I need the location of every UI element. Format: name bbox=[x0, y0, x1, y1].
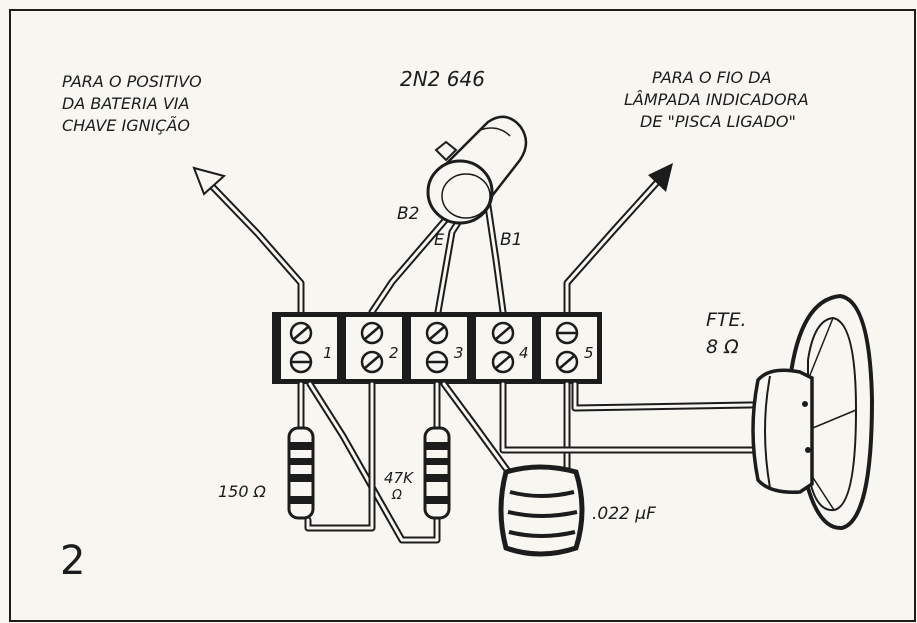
terminal-number-5: 5 bbox=[584, 344, 594, 362]
indicator-lamp-lead-arrow bbox=[563, 163, 673, 316]
right-label-line-3: DE "PISCA LIGADO" bbox=[640, 112, 796, 131]
terminal-number-3: 3 bbox=[454, 344, 464, 362]
pin-b2-label: B2 bbox=[397, 204, 419, 224]
left-label-line-2: DA BATERIA VIA bbox=[62, 94, 189, 113]
right-label-line-1: PARA O FIO DA bbox=[652, 68, 772, 87]
speaker-8-ohm bbox=[751, 293, 875, 531]
transistor-2n2646 bbox=[426, 115, 528, 225]
resistor-150-ohm bbox=[287, 426, 315, 520]
left-label-line-3: CHAVE IGNIÇÃO bbox=[62, 116, 190, 135]
resistor-47k-label-line-2: Ω bbox=[391, 488, 402, 503]
right-label-line-2: LÂMPADA INDICADORA bbox=[624, 90, 809, 109]
terminal-numbers: 1 2 3 4 5 bbox=[323, 344, 594, 362]
pin-b1-label: B1 bbox=[500, 230, 522, 250]
terminal-number-1: 1 bbox=[323, 344, 333, 362]
left-label-line-1: PARA O POSITIVO bbox=[62, 72, 202, 91]
speaker-label-line-2: 8 Ω bbox=[706, 336, 739, 358]
left-arrow-label: PARA O POSITIVO DA BATERIA VIA CHAVE IGN… bbox=[62, 72, 202, 135]
resistor-150-label: 150 Ω bbox=[218, 482, 267, 501]
resistor-47k-label-line-1: 47K bbox=[384, 469, 414, 487]
speaker-label-line-1: FTE. bbox=[706, 309, 747, 331]
terminal-number-2: 2 bbox=[389, 344, 399, 362]
figure-number: 2 bbox=[60, 538, 85, 584]
lower-wiring bbox=[297, 380, 812, 544]
positive-lead-arrow bbox=[192, 166, 305, 316]
figure-frame bbox=[9, 9, 916, 622]
resistor-47k bbox=[423, 426, 451, 520]
capacitor-022uf bbox=[498, 464, 585, 557]
right-arrow-label: PARA O FIO DA LÂMPADA INDICADORA DE "PIS… bbox=[624, 68, 809, 131]
pin-e-label: E bbox=[434, 230, 445, 249]
terminal-number-4: 4 bbox=[519, 344, 529, 362]
terminal-screws bbox=[289, 321, 579, 374]
transistor-label: 2N2 646 bbox=[400, 67, 485, 91]
capacitor-label: .022 μF bbox=[592, 504, 656, 524]
